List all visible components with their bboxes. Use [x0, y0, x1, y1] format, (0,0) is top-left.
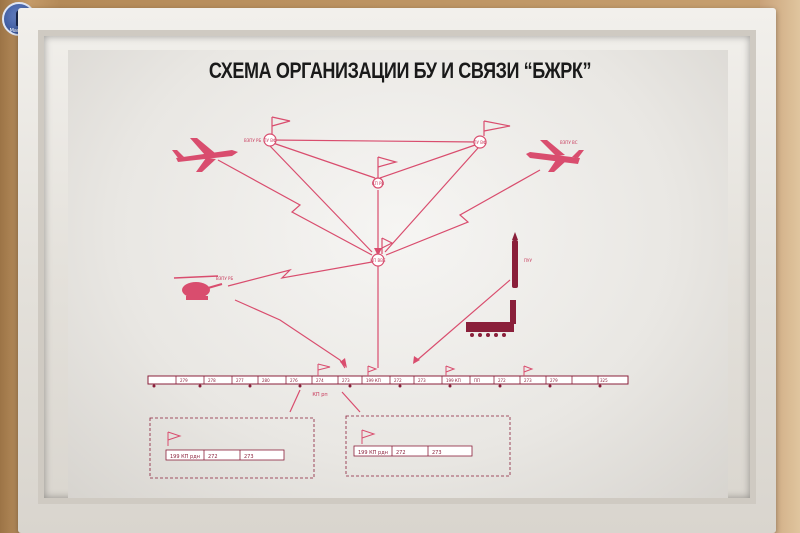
link-heli-train	[234, 299, 346, 369]
node-left-top-label: ПУ ВФ	[264, 138, 277, 143]
arrow-missile-train	[413, 356, 420, 364]
node-center-label: КП РВ	[372, 181, 385, 186]
box-left-frame	[149, 417, 315, 479]
box-left-cell: 272	[208, 454, 218, 460]
train-car-label: ПП	[474, 378, 480, 383]
box-right-cell: 199 КП рдн	[358, 450, 388, 456]
train-car-label: 278	[208, 378, 216, 383]
helicopter-icon	[173, 275, 223, 300]
box-right-train	[353, 445, 473, 457]
link-train-box-left	[289, 389, 301, 413]
radio-plane-left	[217, 159, 373, 256]
box-right-frame	[345, 415, 511, 477]
node-hub	[371, 253, 385, 267]
train-car-label: 273	[418, 378, 426, 383]
train-car-label: 279	[180, 378, 188, 383]
train-car-label: 280	[262, 378, 270, 383]
radio-helicopter	[227, 261, 373, 287]
link-right-hub	[384, 147, 479, 253]
train-command-label: КП рп	[312, 392, 327, 398]
node-right-top	[473, 135, 487, 149]
train-car-label: 272	[394, 378, 402, 383]
train-car-label: 274	[316, 378, 324, 383]
airplane-left-icon	[172, 138, 238, 172]
box-right-cell: 273	[432, 450, 442, 456]
launcher-vehicle-icon	[466, 300, 516, 337]
arrow-hub	[374, 248, 382, 256]
plane-left-label: ВЗПУ РБ	[244, 138, 261, 143]
node-hub-label: КП ВВЕ	[370, 258, 386, 263]
link-right-center	[379, 143, 479, 179]
train-car-label: 272	[498, 378, 506, 383]
poster-sheet	[68, 50, 728, 498]
link-left-center	[269, 141, 376, 179]
arrow-heli-train	[340, 358, 347, 368]
node-left-top	[263, 133, 277, 147]
box-left-train	[165, 449, 285, 461]
train-car-label: 273	[524, 378, 532, 383]
box-right-cell: 272	[396, 450, 406, 456]
node-right-top-label: ПУ ВФ	[474, 140, 487, 145]
train-car-label: 325	[600, 378, 608, 383]
airplane-right-icon	[526, 140, 584, 172]
missile-icon	[512, 232, 518, 288]
plane-right-label: ВЗПУ ВС	[560, 140, 578, 145]
frame-inner-bevel	[38, 30, 756, 504]
radio-plane-right	[385, 169, 541, 256]
missile-label: ПУУ	[524, 258, 532, 263]
train-car-label: 277	[236, 378, 244, 383]
train-car-label: 273	[342, 378, 350, 383]
link-left-hub	[269, 145, 373, 253]
train-car-label: 279	[550, 378, 558, 383]
link-train-box-right	[341, 391, 361, 413]
poster-title: СХЕМА ОРГАНИЗАЦИИ БУ И СВЯЗИ “БЖРК”	[208, 58, 592, 83]
link-top	[269, 139, 479, 143]
box-left-cell: 199 КП рдн	[170, 454, 200, 460]
link-missile-train	[414, 279, 511, 363]
train-car-label: 199 КП	[366, 378, 381, 383]
train-icon	[147, 375, 629, 388]
helicopter-label: ВЗПУ РБ	[216, 276, 233, 281]
train-car-label: 199 КП	[446, 378, 461, 383]
train-car-label: 276	[290, 378, 298, 383]
box-left-cell: 273	[244, 454, 254, 460]
